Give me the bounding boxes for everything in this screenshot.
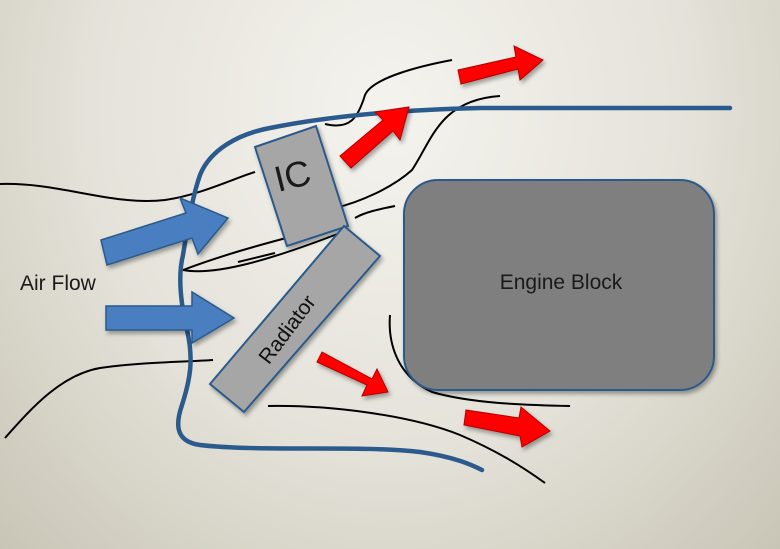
airflow-line-bottom-left xyxy=(4,359,214,439)
duct-line-bottom xyxy=(267,404,546,484)
air-flow-arrows xyxy=(100,196,236,345)
splitter-line-3 xyxy=(237,252,276,263)
engine-block xyxy=(403,179,715,391)
intercooler-block xyxy=(253,124,350,248)
air-flow-arrow-lower xyxy=(105,290,236,345)
hot-air-arrow-mid xyxy=(316,351,389,397)
duct-line-mid xyxy=(354,205,396,219)
hot-air-arrow-bottom-right xyxy=(463,406,551,448)
hot-air-arrow-top-right xyxy=(457,45,544,85)
hot-air-arrows xyxy=(316,45,551,448)
duct-line-lower-right xyxy=(388,314,571,407)
duct-line-upper-1 xyxy=(324,59,453,127)
hot-air-arrow-up xyxy=(339,106,410,169)
air-flow-arrow-upper xyxy=(100,196,230,266)
engine-block-label: Engine Block xyxy=(499,271,623,294)
splitter-line-2 xyxy=(182,232,341,273)
radiator-block xyxy=(208,224,382,414)
airflow-lines xyxy=(0,59,571,484)
airflow-line-top-left xyxy=(0,171,256,202)
air-flow-label: Air Flow xyxy=(20,272,96,295)
